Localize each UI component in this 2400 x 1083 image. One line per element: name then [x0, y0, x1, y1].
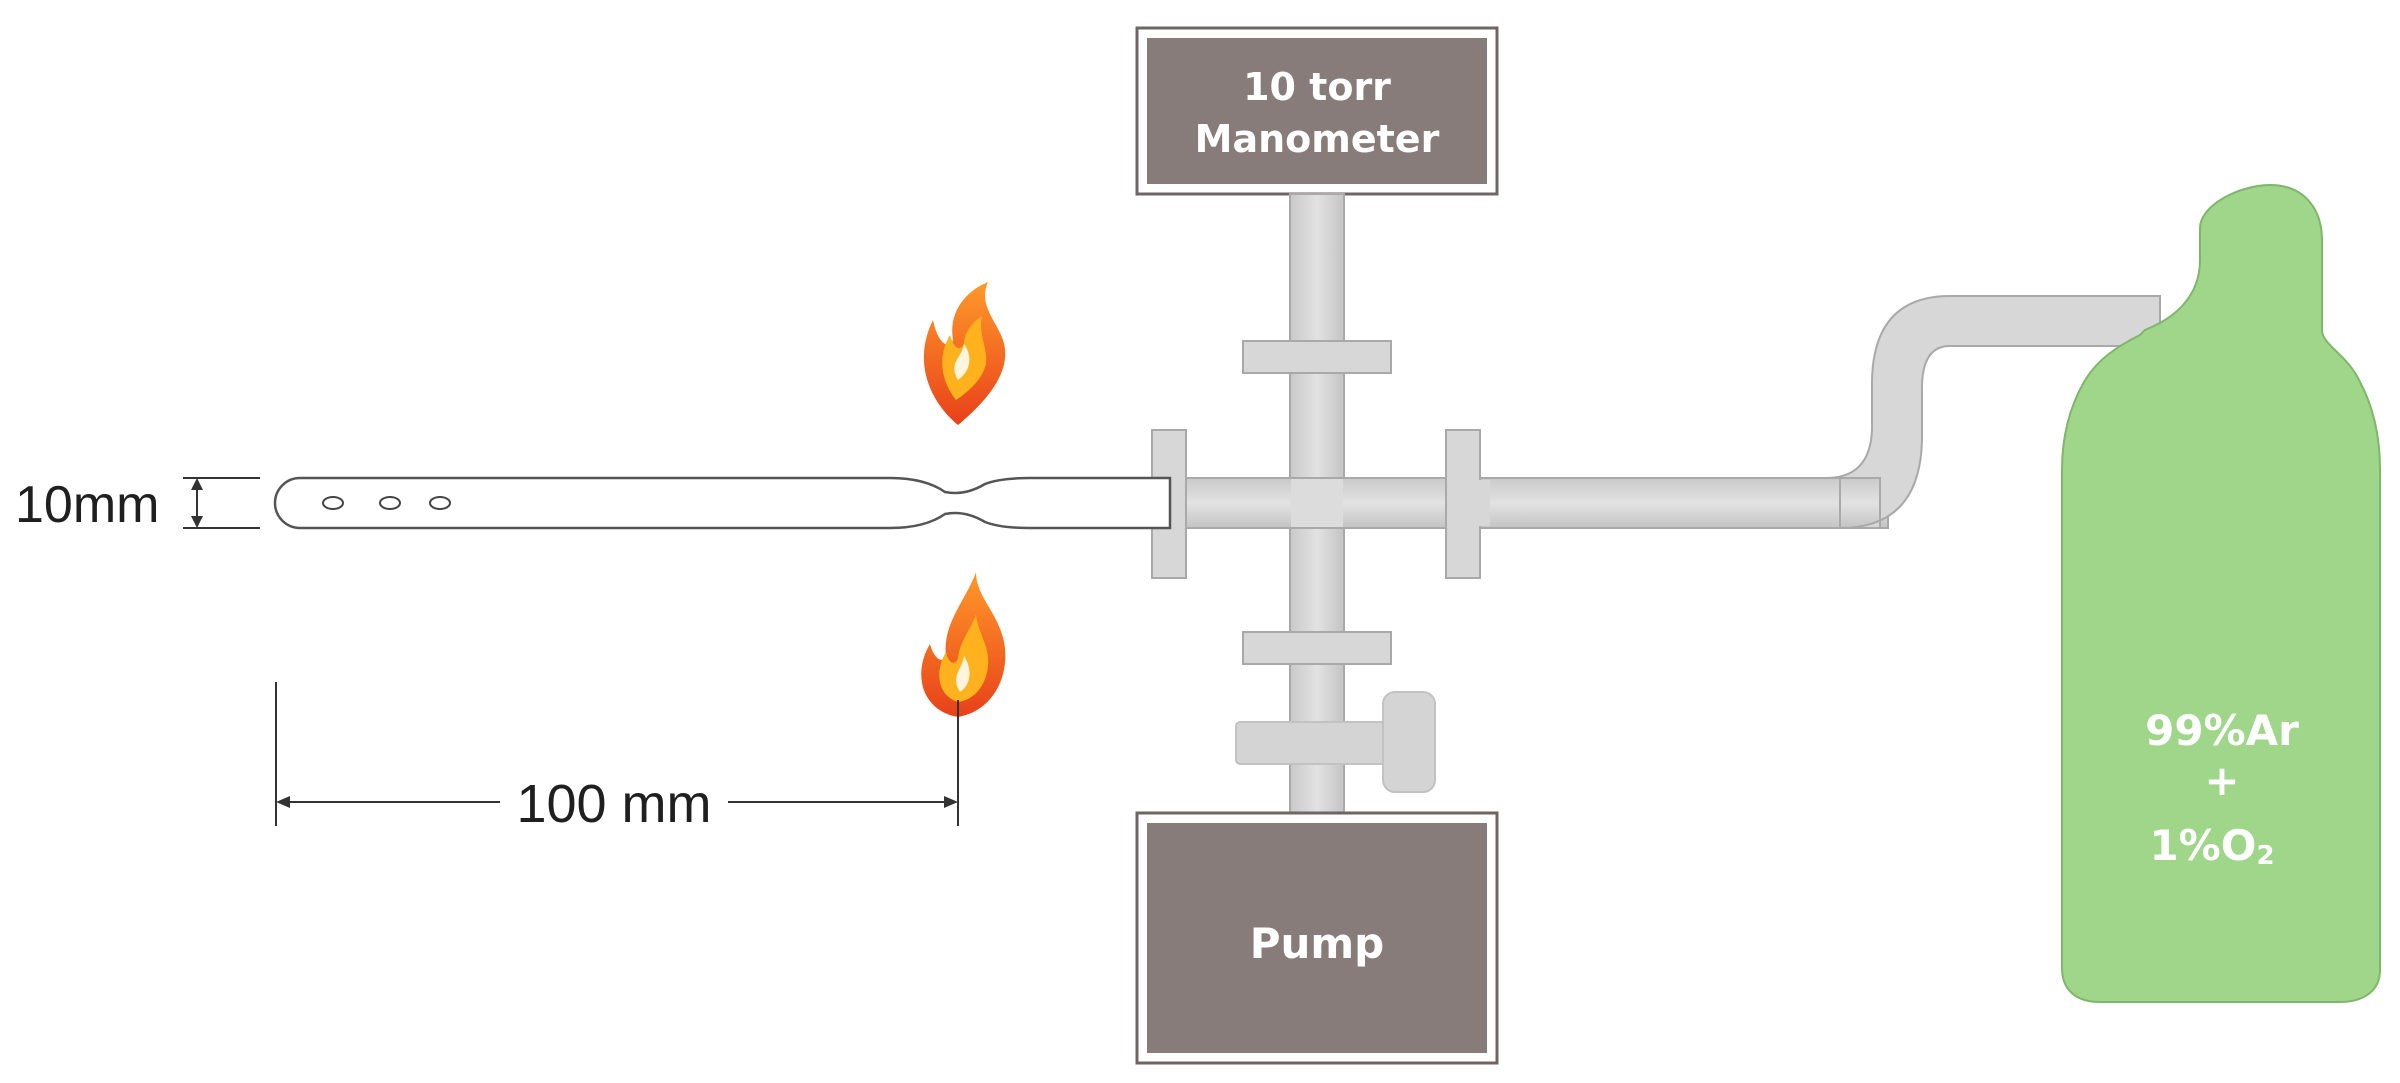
tube-diameter-label: 10mm: [15, 476, 159, 534]
upper-flange: [1242, 340, 1392, 374]
diameter-dimension: 10mm: [15, 476, 260, 534]
valve: [1235, 691, 1436, 793]
lower-flange: [1242, 631, 1392, 665]
gas-label-line2: +: [2204, 756, 2239, 805]
gas-label-line1: 99%Ar: [2145, 706, 2299, 755]
manometer-label-line1: 10 torr: [1243, 65, 1391, 109]
gas-feed-pipe: [1825, 295, 2161, 529]
pump-box: Pump: [1135, 811, 1499, 1065]
distance-dimension: 100 mm: [275, 682, 959, 834]
manometer-box: 10 torr Manometer: [1135, 26, 1499, 196]
flame-icon: [923, 282, 1006, 425]
vertical-pipe: [1242, 193, 1392, 817]
tube-holes: [322, 496, 451, 510]
pump-label: Pump: [1250, 919, 1385, 968]
gas-label-line3: 1%O2: [2149, 821, 2274, 871]
glass-tube: [273, 476, 1172, 530]
gas-cylinder: 99%Ar + 1%O2: [2061, 183, 2381, 1003]
distance-label: 100 mm: [516, 774, 711, 834]
valve-handle: [1382, 691, 1436, 793]
flame-icon: [921, 572, 1006, 717]
manometer-label-line2: Manometer: [1195, 117, 1440, 161]
right-flange: [1445, 429, 1481, 579]
